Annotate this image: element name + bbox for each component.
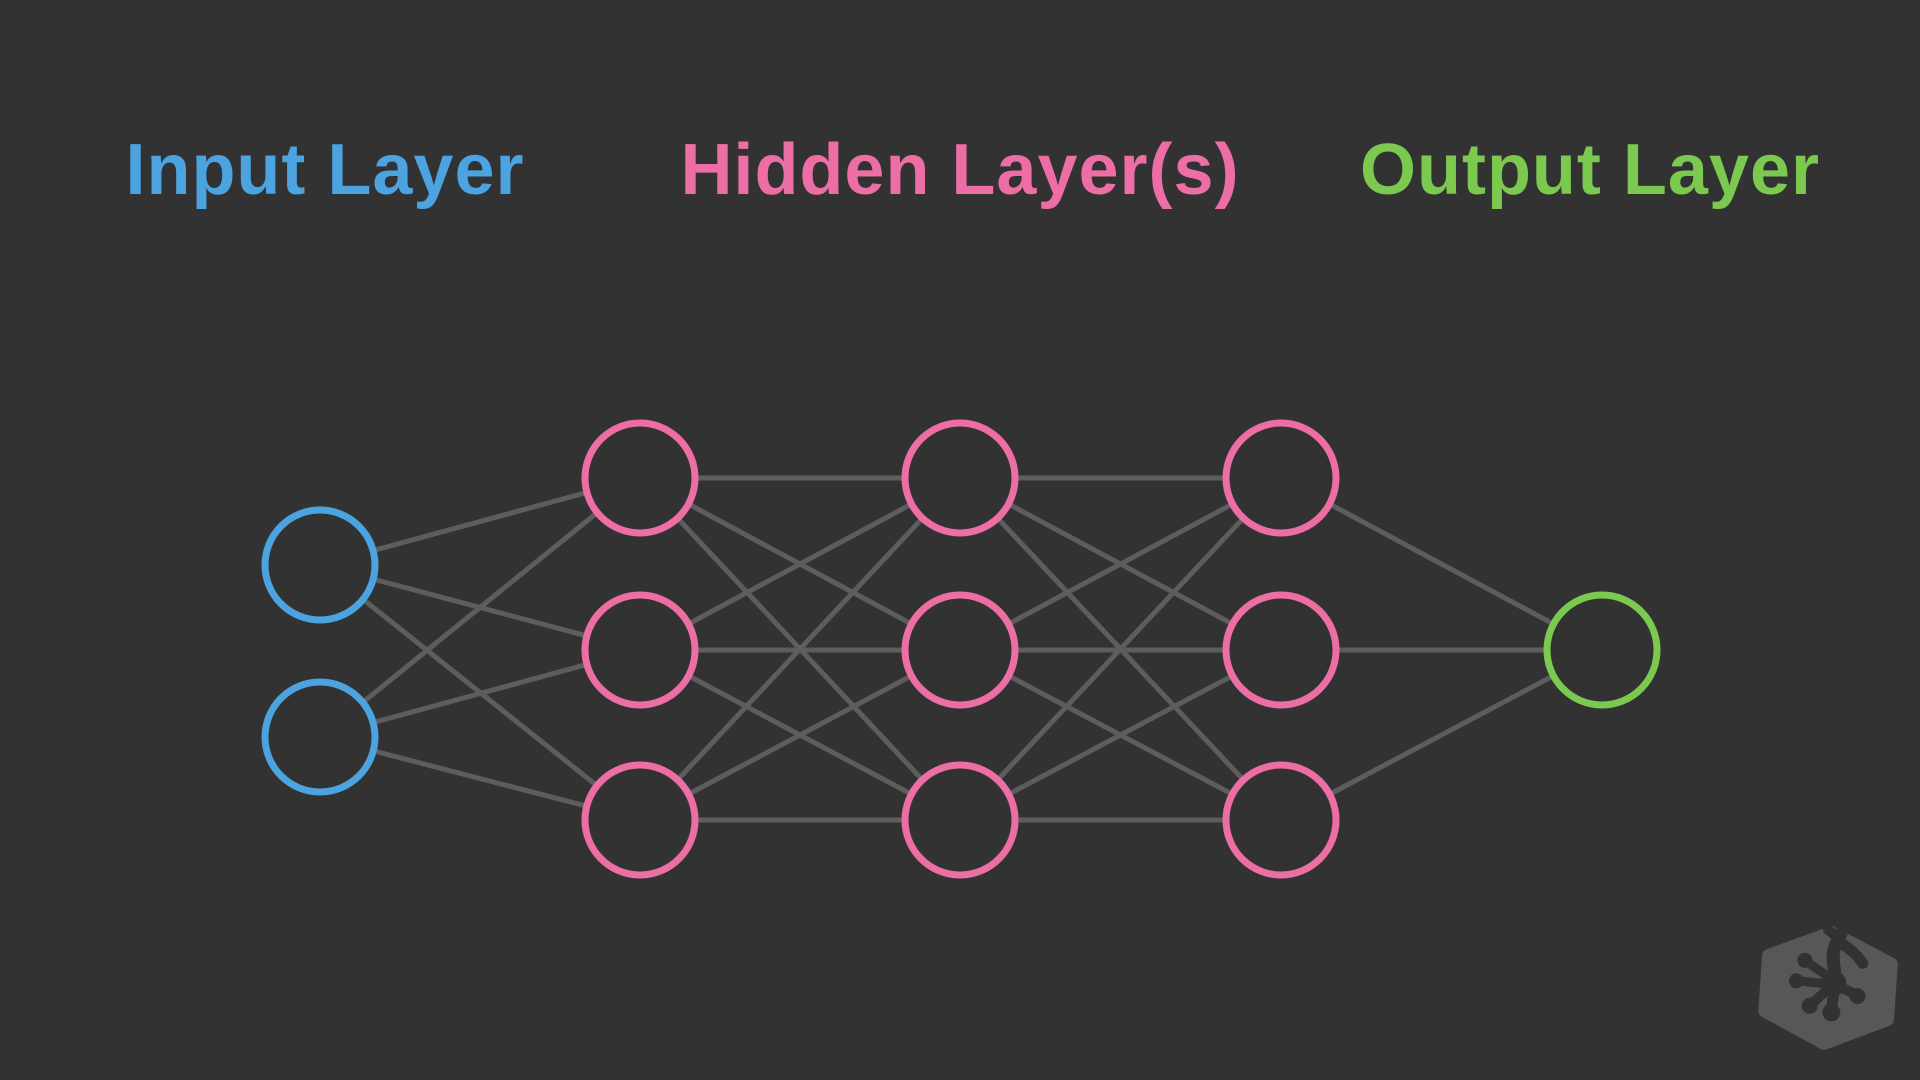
input-layer-label: Input Layer [125,130,525,210]
edge-hidden-3-3-to-output-1 [1279,647,1604,823]
node-hidden-2-2 [901,591,1019,709]
node-hidden-3-3 [1222,761,1340,879]
node-hidden-1-3 [581,761,699,879]
edge-hidden-1-3-to-hidden-2-2 [638,647,962,823]
edge-hidden-2-3-to-hidden-3-1 [958,476,1283,822]
node-hidden-2-3 [901,761,1019,879]
edge-hidden-2-2-to-hidden-3-1 [958,475,1283,653]
output-layer-label: Output Layer [1359,130,1821,210]
frog-foot-icon [1788,926,1869,1022]
node-hidden-1-2 [581,591,699,709]
node-hidden-2-1 [901,419,1019,537]
node-hidden-3-1 [1222,419,1340,537]
treehouse-logo [1758,926,1898,1050]
edge-hidden-1-3-to-hidden-2-1 [638,476,962,822]
node-output-1 [1543,591,1661,709]
edge-hidden-3-1-to-output-1 [1279,475,1604,653]
node-hidden-1-1 [581,419,699,537]
node-input-2 [261,678,379,796]
edge-input-2-to-hidden-1-1 [318,476,642,739]
hidden-layer-label: Hidden Layer(s) [680,130,1240,210]
edge-hidden-1-2-to-hidden-2-1 [638,475,962,653]
node-input-1 [261,506,379,624]
node-hidden-3-2 [1222,591,1340,709]
edge-hidden-2-3-to-hidden-3-2 [958,647,1283,823]
